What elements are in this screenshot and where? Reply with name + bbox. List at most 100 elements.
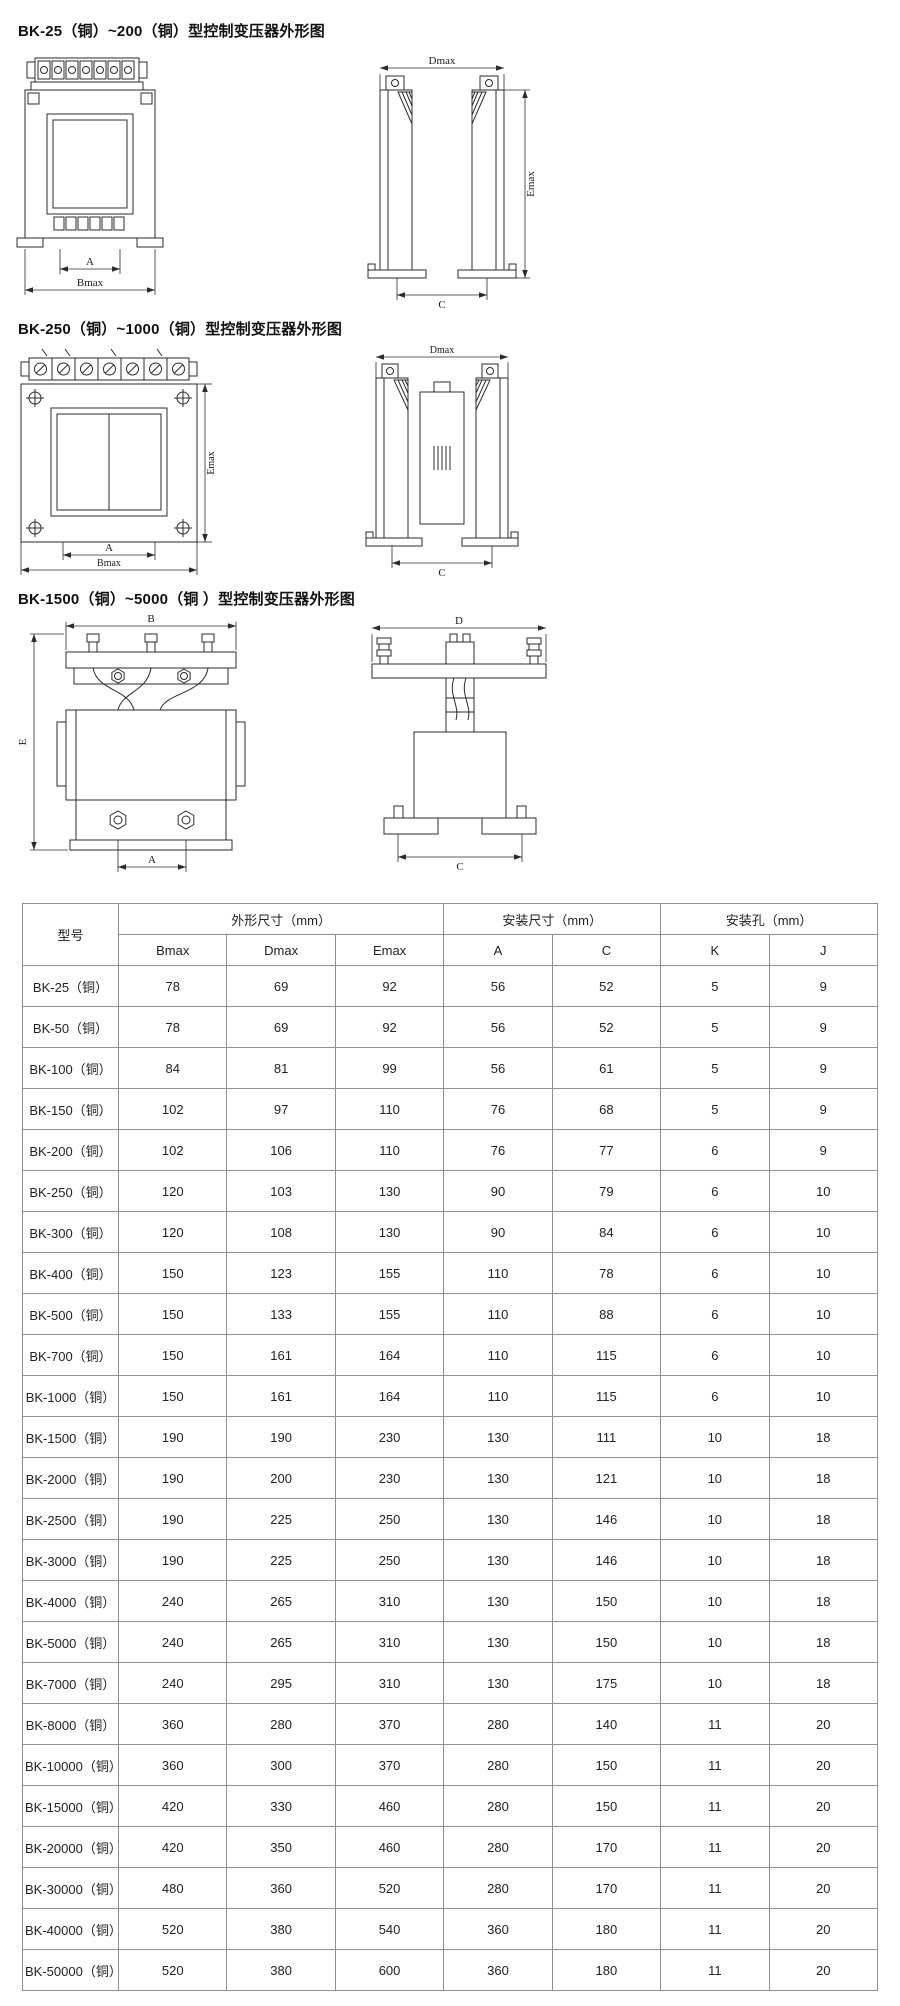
value-cell: 250	[334, 1498, 445, 1540]
value-cell: 10	[660, 1498, 770, 1540]
value-cell: 310	[334, 1580, 445, 1622]
value-cell: 240	[117, 1662, 228, 1704]
col-header-bmax: Bmax	[117, 934, 228, 966]
spec-table-container: 型号 外形尺寸（mm） 安装尺寸（mm） 安装孔（mm） Bmax Dmax E…	[22, 903, 879, 1991]
header-group-row: 型号 外形尺寸（mm） 安装尺寸（mm） 安装孔（mm）	[22, 903, 878, 966]
col-header-emax: Emax	[334, 934, 445, 966]
value-cell: 180	[551, 1949, 662, 1991]
table-row: BK-30000（铜） 480 360 520 280 170 11 20	[22, 1867, 879, 1909]
value-cell: 10	[660, 1539, 770, 1581]
value-cell: 88	[551, 1293, 662, 1335]
value-cell: 115	[551, 1334, 662, 1376]
table-row: BK-150（铜） 102 97 110 76 68 5 9	[22, 1088, 879, 1130]
top-clamp-assembly	[371, 633, 547, 679]
table-row: BK-7000（铜） 240 295 310 130 175 10 18	[22, 1662, 879, 1704]
value-cell: 18	[768, 1498, 879, 1540]
value-cell: 140	[551, 1703, 662, 1745]
value-cell: 161	[226, 1375, 336, 1417]
value-cell: 360	[117, 1703, 228, 1745]
dim-label-c: C	[438, 299, 445, 310]
value-cell: 300	[226, 1744, 336, 1786]
value-cell: 10	[768, 1170, 879, 1212]
value-cell: 20	[768, 1703, 879, 1745]
model-cell: BK-50000（铜）	[22, 1949, 122, 1991]
model-cell: BK-3000（铜）	[22, 1539, 119, 1581]
model-cell: BK-2000（铜）	[22, 1457, 119, 1499]
dimension-lines	[20, 383, 212, 575]
header-sub-row: Bmax Dmax Emax A C K J	[23, 934, 879, 966]
top-clamp-assembly	[65, 633, 237, 685]
spec-table-head: 型号 外形尺寸（mm） 安装尺寸（mm） 安装孔（mm） Bmax Dmax E…	[22, 903, 879, 966]
value-cell: 69	[226, 965, 336, 1007]
value-cell: 69	[226, 1006, 336, 1048]
value-cell: 92	[334, 1006, 445, 1048]
value-cell: 78	[117, 965, 228, 1007]
value-cell: 102	[117, 1129, 228, 1171]
value-cell: 76	[443, 1129, 553, 1171]
value-cell: 18	[768, 1457, 879, 1499]
value-cell: 84	[117, 1047, 228, 1089]
value-cell: 250	[334, 1539, 445, 1581]
side-channels	[365, 363, 519, 547]
value-cell: 6	[660, 1129, 770, 1171]
dim-label-a: A	[86, 256, 94, 268]
value-cell: 350	[226, 1826, 336, 1868]
value-cell: 78	[117, 1006, 228, 1048]
model-cell: BK-2500（铜）	[22, 1498, 119, 1540]
dimension-arrows	[25, 266, 155, 293]
value-cell: 10	[660, 1457, 770, 1499]
dimension-lines	[65, 622, 237, 650]
value-cell: 10	[768, 1293, 879, 1335]
value-cell: 6	[660, 1375, 770, 1417]
value-cell: 84	[551, 1211, 662, 1253]
value-cell: 79	[551, 1170, 662, 1212]
model-cell: BK-150（铜）	[22, 1088, 119, 1130]
dim-label-dmax: Dmax	[430, 345, 454, 356]
value-cell: 230	[334, 1416, 445, 1458]
table-row: BK-40000（铜） 520 380 540 360 180 11 20	[22, 1908, 879, 1950]
value-cell: 108	[226, 1211, 336, 1253]
col-header-model: 型号	[22, 903, 119, 966]
value-cell: 295	[226, 1662, 336, 1704]
value-cell: 11	[660, 1949, 770, 1991]
value-cell: 99	[334, 1047, 445, 1089]
model-cell: BK-8000（铜）	[22, 1703, 119, 1745]
mounting-feet	[383, 805, 537, 835]
value-cell: 150	[551, 1785, 662, 1827]
dimension-lines	[397, 834, 523, 862]
table-row: BK-250（铜） 120 103 130 90 79 6 10	[22, 1170, 879, 1212]
value-cell: 265	[226, 1621, 336, 1663]
value-cell: 61	[551, 1047, 662, 1089]
dimension-lines	[30, 633, 187, 872]
value-cell: 600	[334, 1949, 445, 1991]
value-cell: 150	[551, 1744, 662, 1786]
section3-title: BK-1500（铜）~5000（铜 ）型控制变压器外形图	[18, 591, 355, 608]
value-cell: 360	[443, 1908, 553, 1950]
value-cell: 20	[768, 1867, 879, 1909]
value-cell: 18	[768, 1580, 879, 1622]
value-cell: 10	[768, 1211, 879, 1253]
value-cell: 130	[443, 1621, 553, 1663]
model-cell: BK-250（铜）	[22, 1170, 119, 1212]
value-cell: 110	[443, 1334, 553, 1376]
spec-table-body: BK-25（铜） 78 69 92 56 52 5 9 BK-50（铜） 78 …	[22, 965, 879, 1991]
value-cell: 9	[768, 1047, 879, 1089]
dim-label-c: C	[438, 567, 445, 579]
value-cell: 280	[226, 1703, 336, 1745]
model-cell: BK-700（铜）	[22, 1334, 119, 1376]
value-cell: 520	[334, 1867, 445, 1909]
value-cell: 9	[768, 1129, 879, 1171]
value-cell: 103	[226, 1170, 336, 1212]
bottom-clamp	[69, 799, 233, 851]
value-cell: 540	[334, 1908, 445, 1950]
value-cell: 150	[551, 1580, 662, 1622]
transformer-front-view-medium: Emax A Bmax	[20, 348, 217, 575]
value-cell: 360	[443, 1949, 553, 1991]
core-body	[20, 383, 198, 543]
dimension-lines	[379, 67, 505, 90]
lead-wires	[92, 667, 209, 711]
value-cell: 520	[117, 1908, 228, 1950]
dim-label-emax: Emax	[525, 171, 537, 197]
table-row: BK-15000（铜） 420 330 460 280 150 11 20	[22, 1785, 879, 1827]
section2-side-drawing: Dmax C	[362, 342, 537, 580]
